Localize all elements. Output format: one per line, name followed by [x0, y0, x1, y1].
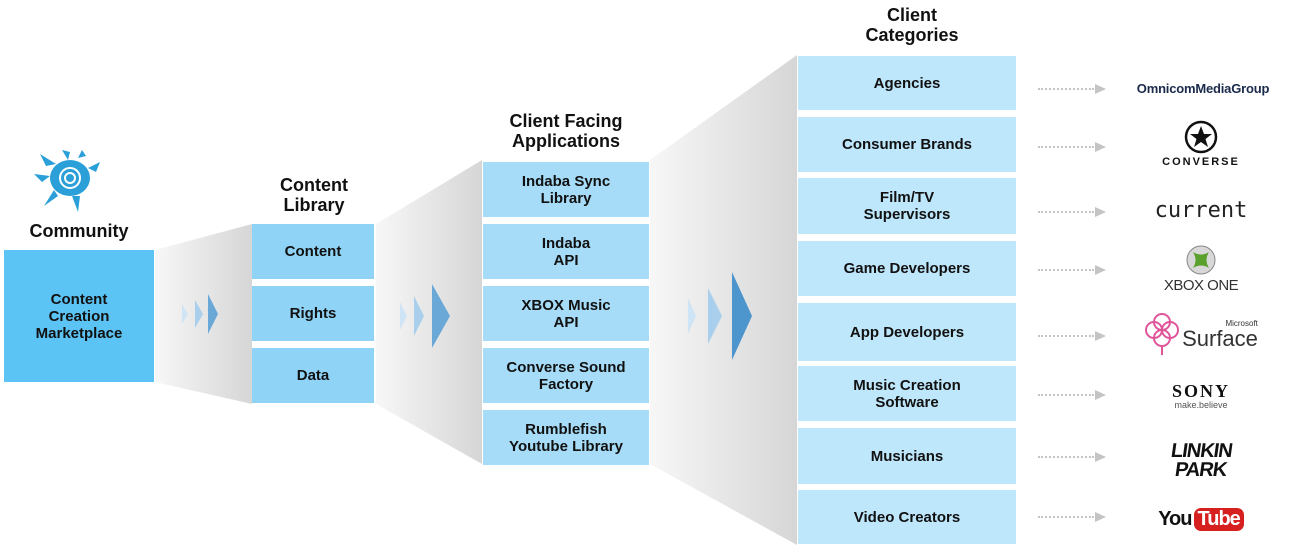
app-box-converse-sound: Converse Sound Factory — [483, 348, 649, 403]
converse-logo: CONVERSE — [1126, 118, 1276, 170]
park-text: PARK — [1173, 459, 1229, 481]
category-consumer-brands: Consumer Brands — [798, 117, 1016, 172]
app-box-xbox-music: XBOX Music API — [483, 286, 649, 341]
sony-logo: SONY make.believe — [1126, 380, 1276, 412]
omnicom-logo-text: OmnicomMediaGroup — [1136, 80, 1270, 96]
xbox-logo-text: XBOX ONE — [1163, 276, 1239, 294]
omnicom-logo: OmnicomMediaGroup — [1126, 76, 1280, 100]
category-video-creators: Video Creators — [798, 490, 1016, 544]
youtube-logo: You Tube — [1126, 502, 1276, 536]
dotted-arrow-6 — [1038, 390, 1106, 400]
category-game-developers: Game Developers — [798, 241, 1016, 296]
surface-logo-text: Surface — [1182, 325, 1258, 351]
library-box-content: Content — [252, 224, 374, 279]
youtube-tube-text: Tube — [1193, 507, 1244, 531]
library-box-data: Data — [252, 348, 374, 403]
category-app-developers: App Developers — [798, 303, 1016, 361]
app-box-indaba-sync: Indaba Sync Library — [483, 162, 649, 217]
dotted-arrow-4 — [1038, 265, 1106, 275]
dotted-arrow-8 — [1038, 512, 1106, 522]
app-box-indaba-api: Indaba API — [483, 224, 649, 279]
category-music-creation: Music Creation Software — [798, 366, 1016, 421]
funnel-1 — [155, 224, 252, 404]
community-heading: Community — [29, 221, 129, 241]
category-musicians: Musicians — [798, 428, 1016, 484]
sony-tagline: make.believe — [1174, 400, 1228, 410]
content-library-heading: Content Library — [280, 175, 348, 215]
category-agencies: Agencies — [798, 56, 1016, 110]
linkin-park-logo: LINKIN PARK — [1126, 437, 1276, 485]
app-box-rumblefish: Rumblefish Youtube Library — [483, 410, 649, 465]
library-box-rights: Rights — [252, 286, 374, 341]
community-hand-icon — [34, 150, 100, 212]
youtube-you-text: You — [1158, 507, 1192, 530]
surface-flower-icon — [1145, 313, 1180, 355]
chevron-arrows-2 — [400, 284, 450, 348]
dotted-arrow-1 — [1038, 84, 1106, 94]
category-film-tv: Film/TV Supervisors — [798, 178, 1016, 234]
converse-logo-text: CONVERSE — [1162, 156, 1240, 168]
surface-microsoft-text: Microsoft — [1225, 318, 1258, 328]
dotted-arrow-5 — [1038, 331, 1106, 341]
converse-star-icon — [1184, 120, 1218, 154]
applications-heading: Client Facing Applications — [509, 111, 623, 151]
xbox-sphere-icon — [1186, 245, 1216, 274]
funnel-3 — [650, 55, 797, 545]
dotted-arrow-7 — [1038, 452, 1106, 462]
dotted-arrow-2 — [1038, 142, 1106, 152]
current-logo-text: current — [1154, 197, 1248, 223]
chevron-arrows-3 — [688, 272, 752, 360]
surface-logo: Microsoft Surface — [1126, 310, 1276, 358]
funnel-2 — [376, 160, 482, 464]
chevron-arrows-1 — [182, 294, 218, 334]
sony-logo-text: SONY — [1171, 381, 1230, 401]
content-creation-marketplace-box: Content Creation Marketplace — [4, 250, 154, 382]
xbox-one-logo: XBOX ONE — [1126, 243, 1276, 295]
categories-heading: Client Categories — [865, 5, 959, 45]
dotted-arrow-3 — [1038, 207, 1106, 217]
current-logo: current — [1126, 196, 1276, 224]
